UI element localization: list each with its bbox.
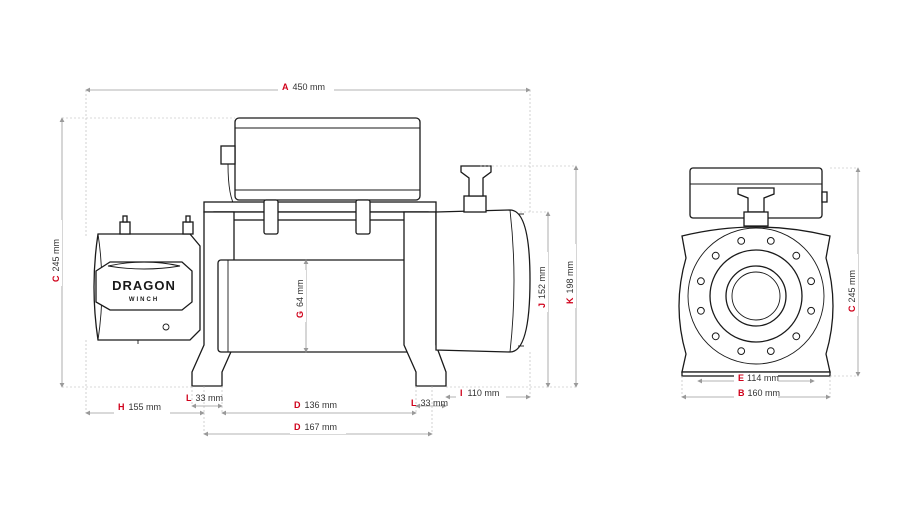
svg-text:C245 mm: C 245 mm (847, 270, 857, 312)
dim-D-inner-letter: D (294, 400, 301, 410)
dimension-G-label: G 64 mm (294, 270, 306, 322)
dim-L-left-letter: L (186, 393, 192, 403)
bolt-head (737, 347, 746, 356)
dim-A-letter: A (282, 82, 289, 92)
dimension-A-label: A 450 mm (278, 81, 334, 93)
dim-E-value: 114 mm (747, 373, 779, 383)
winch-front-view (678, 167, 834, 377)
control-box (220, 117, 421, 209)
dim-L-right-letter: L (411, 398, 417, 408)
bolt-head (711, 251, 720, 260)
front-gearbox-body (678, 226, 834, 373)
dimension-L-left-label: L 33 mm (186, 393, 223, 403)
dimension-C-front-label: C 245 mm (846, 254, 858, 316)
dim-B-letter: B (738, 388, 745, 398)
bolt-head (737, 237, 746, 245)
bolt-head (766, 347, 775, 356)
dim-C-side-value: 245 mm (51, 239, 61, 272)
dim-G-letter: G (295, 311, 305, 318)
dimension-J-label: J 152 mm (536, 252, 548, 312)
dim-E-letter: E (738, 373, 744, 383)
dimension-C-side-label: C 245 mm (50, 220, 62, 286)
dimension-D-outer-label: D 167 mm (290, 422, 346, 434)
dimension-L-right-label: L 33 mm (411, 398, 448, 408)
dim-L-left-value: 33 mm (196, 393, 224, 403)
logo-sub-text: WINCH (129, 297, 159, 303)
dim-H-letter: H (118, 402, 125, 412)
dim-I-letter: I (460, 388, 463, 398)
dim-G-value: 64 mm (295, 279, 305, 307)
dimension-labels: A 450 mm C 245 mm K 198 mm J 152 mm G 64 mm H… (50, 81, 858, 434)
dim-A-value: 450 mm (293, 82, 326, 92)
svg-text:C245 mm: C 245 mm (51, 239, 61, 282)
dim-C-front-value: 245 mm (847, 270, 857, 303)
bolt-head (697, 306, 705, 315)
dim-C-side-letter: C (51, 275, 61, 282)
dimension-I-label: I 110 mm (456, 388, 506, 400)
dim-K-letter: K (565, 297, 575, 304)
svg-text:J152 mm: J 152 mm (537, 266, 547, 308)
dim-K-value: 198 mm (565, 261, 575, 294)
bolt-head (697, 277, 705, 286)
gearbox-housing (435, 165, 531, 353)
bolt-head (766, 237, 775, 245)
dim-L-right-value: 33 mm (421, 398, 449, 408)
gearbox-bolts (697, 237, 815, 356)
dim-D-outer-value: 167 mm (305, 422, 338, 432)
dim-I-value: 110 mm (468, 388, 500, 398)
dim-J-value: 152 mm (537, 266, 547, 299)
cable-drum (217, 259, 419, 353)
bolt-head (711, 332, 720, 341)
svg-text:L33 mm: L 33 mm (411, 398, 448, 408)
svg-text:G64 mm: G 64 mm (295, 279, 305, 318)
bolt-head (807, 306, 815, 315)
tie-bar-frame (203, 199, 437, 235)
dim-C-front-letter: C (847, 305, 857, 312)
dimension-K-label: K 198 mm (564, 244, 576, 308)
bolt-head (807, 277, 815, 286)
bolt-head (792, 251, 801, 260)
dim-D-inner-value: 136 mm (305, 400, 338, 410)
dim-B-value: 160 mm (748, 388, 781, 398)
front-clutch-handle (737, 187, 775, 227)
bolt-head (792, 332, 801, 341)
winch-side-view: DRAGON WINCH (93, 117, 531, 387)
dimension-D-inner-label: D 136 mm (290, 399, 346, 411)
svg-text:L33 mm: L 33 mm (186, 393, 223, 403)
dim-D-outer-letter: D (294, 422, 301, 432)
logo-brand-text: DRAGON (112, 278, 176, 293)
dragon-winch-logo: DRAGON WINCH (95, 261, 193, 311)
dim-J-letter: J (537, 303, 547, 308)
dimension-H-label: H 155 mm (114, 402, 170, 414)
svg-text:K198 mm: K 198 mm (565, 261, 575, 304)
dim-H-value: 155 mm (129, 402, 162, 412)
